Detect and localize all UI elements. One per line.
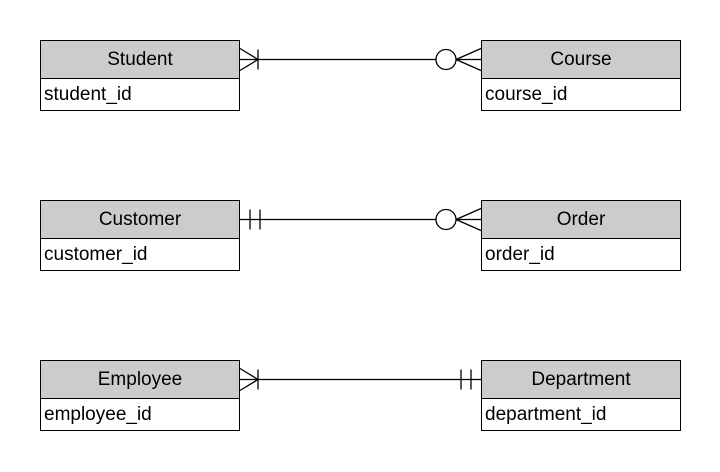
entity-student[interactable]: Student student_id: [40, 40, 240, 111]
entity-customer-attribute: customer_id: [40, 239, 240, 271]
entity-order[interactable]: Order order_id: [481, 200, 681, 271]
entity-order-attribute: order_id: [481, 239, 681, 271]
entity-employee[interactable]: Employee employee_id: [40, 360, 240, 431]
zero-or-many-symbol: [435, 207, 482, 232]
entity-course-attribute: course_id: [481, 79, 681, 111]
entity-department-attribute: department_id: [481, 399, 681, 431]
entity-employee-attribute: employee_id: [40, 399, 240, 431]
entity-customer[interactable]: Customer customer_id: [40, 200, 240, 271]
exactly-one-symbol: [249, 209, 261, 230]
entity-employee-title: Employee: [40, 360, 240, 399]
relationship-student-course[interactable]: [239, 47, 482, 72]
exactly-one-symbol: [460, 369, 472, 390]
zero-or-many-symbol: [435, 47, 482, 72]
entity-course[interactable]: Course course_id: [481, 40, 681, 111]
entity-customer-title: Customer: [40, 200, 240, 239]
entity-student-attribute: student_id: [40, 79, 240, 111]
one-or-many-symbol: [239, 47, 259, 72]
one-or-many-symbol: [239, 367, 259, 392]
relationship-customer-order[interactable]: [240, 207, 482, 232]
entity-department-title: Department: [481, 360, 681, 399]
entity-student-title: Student: [40, 40, 240, 79]
entity-department[interactable]: Department department_id: [481, 360, 681, 431]
entity-order-title: Order: [481, 200, 681, 239]
entity-course-title: Course: [481, 40, 681, 79]
relationship-employee-department[interactable]: [239, 367, 481, 392]
